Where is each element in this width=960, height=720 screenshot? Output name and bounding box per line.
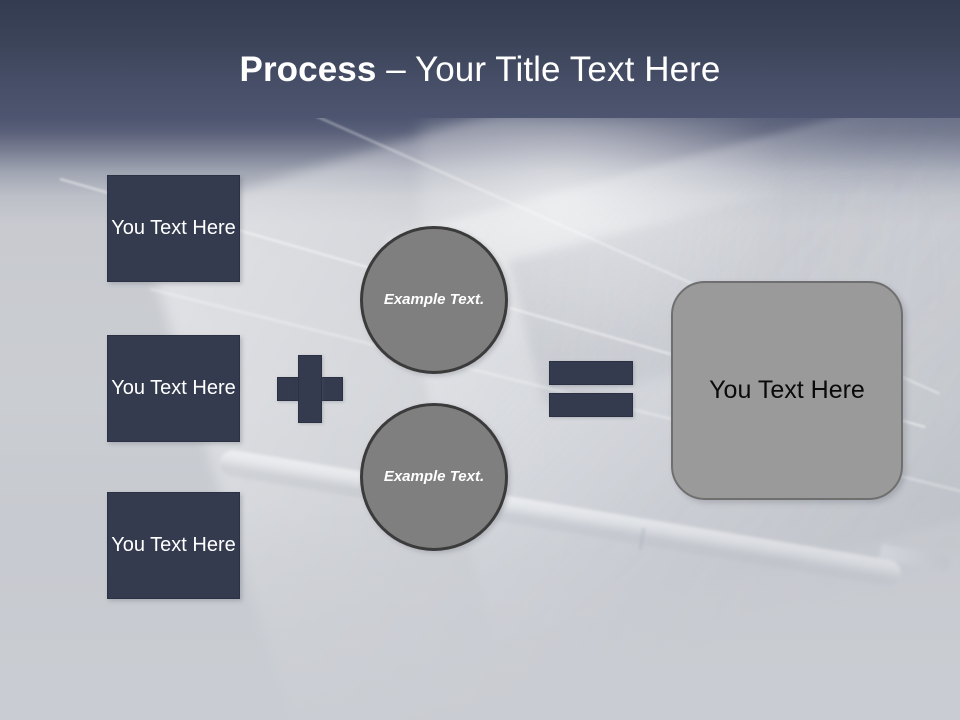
slide-title-bold: Process xyxy=(239,50,377,89)
input-box-2[interactable]: You Text Here xyxy=(107,335,240,442)
equals-top-bar xyxy=(549,361,633,385)
example-circle-1-label: Example Text. xyxy=(383,291,485,308)
slide-title-rest: – Your Title Text Here xyxy=(376,50,721,89)
plus-sign-icon xyxy=(277,355,343,423)
input-box-2-label: You Text Here xyxy=(111,377,236,399)
result-box-label: You Text Here xyxy=(709,376,865,404)
example-circle-1[interactable]: Example Text. xyxy=(360,226,508,374)
input-box-3[interactable]: You Text Here xyxy=(107,492,240,599)
slide-title: Process – Your Title Text Here xyxy=(0,48,960,92)
equals-bottom-bar xyxy=(549,393,633,417)
plus-vertical-bar xyxy=(298,355,322,423)
input-box-1[interactable]: You Text Here xyxy=(107,175,240,282)
equals-sign-icon xyxy=(549,361,633,417)
example-circle-2[interactable]: Example Text. xyxy=(360,403,508,551)
input-box-3-label: You Text Here xyxy=(111,534,236,556)
example-circle-2-label: Example Text. xyxy=(383,468,485,485)
input-box-1-label: You Text Here xyxy=(111,217,236,239)
result-box[interactable]: You Text Here xyxy=(671,281,903,500)
